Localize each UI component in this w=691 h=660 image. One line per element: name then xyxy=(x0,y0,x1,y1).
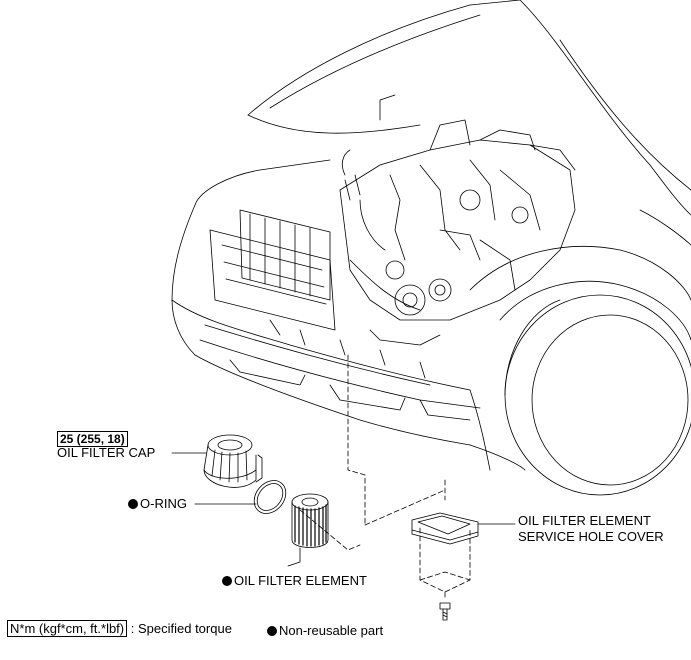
torque-spec-value: 25 (255, 18) xyxy=(60,432,125,446)
car-body xyxy=(171,159,526,471)
front-wheel xyxy=(469,209,691,496)
service-hole-cover-label-line1: OIL FILTER ELEMENT xyxy=(518,513,651,528)
oil-filter-cap xyxy=(203,434,263,488)
legend-non-reusable: Non-reusable part xyxy=(267,624,383,638)
oil-filter-element-label: OIL FILTER ELEMENT xyxy=(222,574,367,588)
service-hole-cover-label: OIL FILTER ELEMENT SERVICE HOLE COVER xyxy=(518,513,664,545)
engine-assembly xyxy=(339,94,576,346)
oil-filter-cap-label: OIL FILTER CAP xyxy=(57,445,156,460)
non-reusable-marker-icon xyxy=(128,499,138,509)
non-reusable-marker-icon xyxy=(267,626,277,636)
non-reusable-marker-icon xyxy=(222,576,232,586)
leader-dashes xyxy=(299,354,471,601)
legend-torque-desc: : Specified torque xyxy=(130,621,232,636)
o-ring-label-text: O-RING xyxy=(140,496,187,511)
oil-filter-element xyxy=(291,493,329,548)
oil-filter-element-label-text: OIL FILTER ELEMENT xyxy=(234,573,367,588)
hood xyxy=(247,0,691,216)
service-hole-cover xyxy=(411,512,479,545)
torque-spec-box: 25 (255, 18) xyxy=(57,431,128,447)
legend-non-reusable-text: Non-reusable part xyxy=(279,623,384,638)
o-ring xyxy=(253,480,287,514)
legend-torque: N*m (kgf*cm, ft.*lbf) : Specified torque xyxy=(7,620,232,637)
callout-leaders xyxy=(171,452,516,567)
o-ring-label: O-RING xyxy=(128,497,187,511)
service-hole-cover-label-line2: SERVICE HOLE COVER xyxy=(518,529,664,544)
legend-torque-unit: N*m (kgf*cm, ft.*lbf) xyxy=(7,620,128,637)
bolt xyxy=(439,602,451,621)
